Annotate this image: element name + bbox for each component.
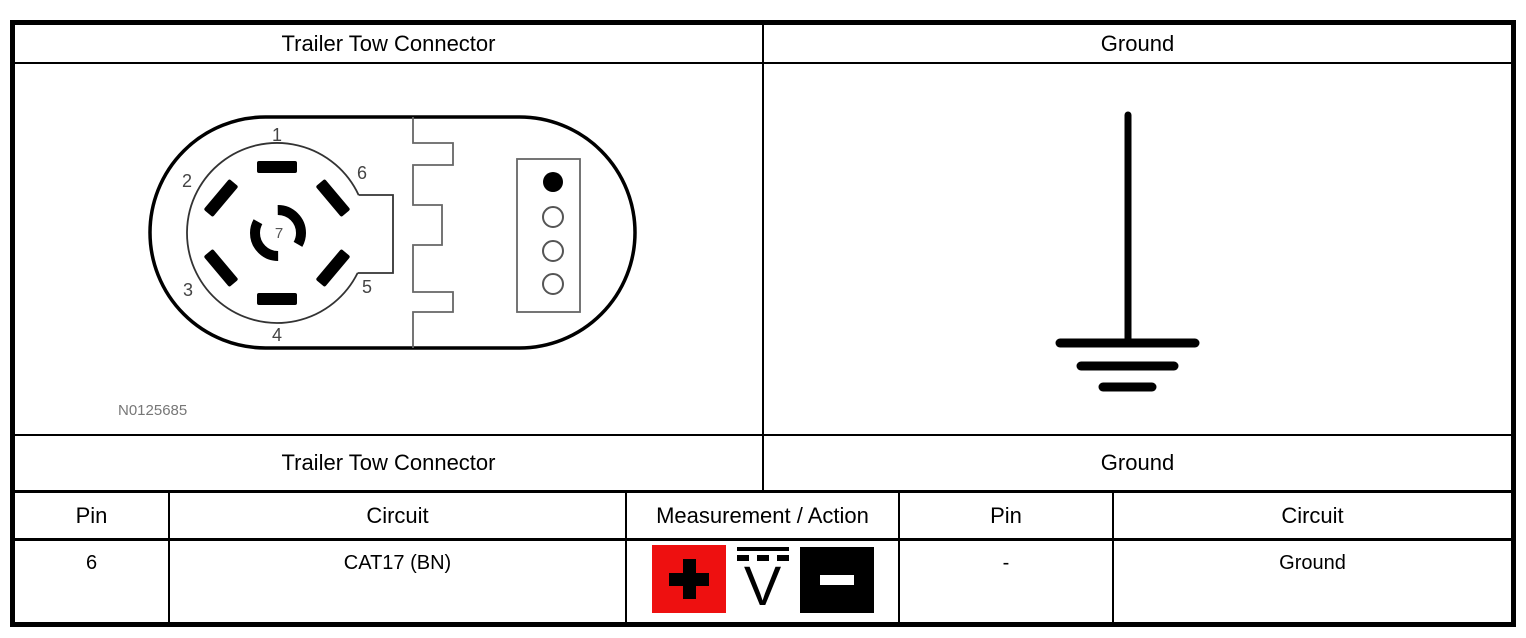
- voltmeter-letter: V: [743, 554, 782, 617]
- pin-label-4: 4: [272, 325, 282, 345]
- plus-glyph-vertical: [682, 559, 696, 599]
- section-header-ground: Ground: [1100, 450, 1175, 475]
- castellated-divider: [412, 117, 454, 348]
- column-header-pin-left: Pin: [15, 493, 170, 538]
- minus-glyph: [819, 575, 854, 585]
- section-header-connector: Trailer Tow Connector: [15, 436, 764, 490]
- measurement-icons: V: [651, 545, 874, 617]
- top-header-ground: Ground: [1100, 30, 1175, 56]
- pinout-test-table: Trailer Tow Connector Ground: [10, 20, 1516, 627]
- data-cell-circuit-right: Ground: [1279, 552, 1346, 574]
- terminal-hole: [542, 206, 564, 228]
- pin-label-6: 6: [357, 163, 367, 183]
- pin-label-3: 3: [183, 280, 193, 300]
- column-header-circuit-right: Circuit: [1281, 502, 1344, 528]
- pin-7-arcs: [250, 205, 306, 261]
- top-header-row: Trailer Tow Connector Ground: [15, 25, 1511, 64]
- pin-bar-2: [204, 179, 238, 217]
- table-row: 6 CAT17 (BN) V - Ground: [15, 541, 1511, 622]
- negative-lead-black-minus-icon: [799, 547, 874, 613]
- terminal-hole: [542, 240, 564, 262]
- trailer-tow-connector-diagram: 1 2 3 4 5 6 7 N0125685: [118, 115, 637, 419]
- pin-label-1: 1: [272, 125, 282, 145]
- diagram-row: 1 2 3 4 5 6 7 N0125685: [15, 64, 1511, 436]
- pin-label-5: 5: [362, 277, 372, 297]
- connector-diagram-cell: 1 2 3 4 5 6 7 N0125685: [15, 64, 764, 434]
- chassis-ground-symbol: [1055, 111, 1200, 392]
- column-header-row: Pin Circuit Measurement / Action Pin Cir…: [15, 493, 1511, 541]
- terminal-hole-filled: [543, 172, 563, 192]
- pin-bar-6: [316, 179, 350, 217]
- column-header-pin-right: Pin: [900, 493, 1114, 538]
- section-header-row: Trailer Tow Connector Ground: [15, 436, 1511, 493]
- pin-bar-5: [316, 249, 350, 287]
- data-cell-pin-right: -: [900, 541, 1114, 622]
- pin-bar-1: [257, 161, 297, 173]
- pin-bar-4: [257, 293, 297, 305]
- column-header-measurement-action: Measurement / Action: [627, 493, 900, 538]
- keyway-notch: [357, 194, 394, 274]
- part-number-label: N0125685: [118, 402, 187, 419]
- column-header-circuit-left: Circuit: [170, 493, 627, 538]
- voltmeter-overbar-solid: [736, 547, 789, 551]
- pin-bar-3: [204, 249, 238, 287]
- dc-voltmeter-icon: V: [735, 545, 791, 617]
- ground-symbol-cell: [764, 64, 1511, 434]
- pin-circle: [186, 142, 360, 324]
- connector-body-outline: [148, 115, 637, 350]
- data-cell-circuit-left: CAT17 (BN): [170, 541, 627, 622]
- data-cell-measurement-action: V: [627, 541, 900, 622]
- top-header-connector: Trailer Tow Connector: [15, 25, 764, 62]
- pin-label-7: 7: [275, 225, 283, 242]
- terminal-block: [516, 158, 581, 313]
- voltmeter-overbar-dashed: [736, 555, 789, 561]
- data-cell-pin-left: 6: [15, 541, 170, 622]
- positive-lead-red-plus-icon: [651, 545, 726, 613]
- pin-label-2: 2: [182, 171, 192, 191]
- terminal-hole: [542, 273, 564, 295]
